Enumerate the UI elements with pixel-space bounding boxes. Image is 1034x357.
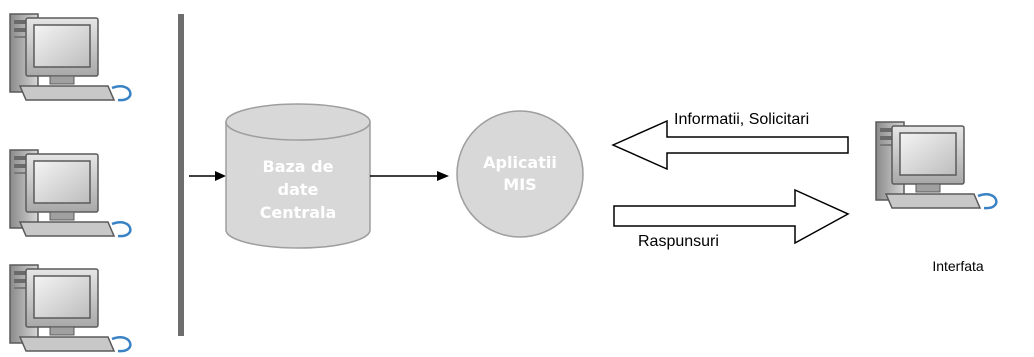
arrow-bus-to-database: [189, 171, 226, 181]
application-label-line-2: MIS: [503, 175, 536, 194]
interface-computer-icon: [874, 120, 998, 210]
central-database-cylinder: Baza de date Centrala: [225, 103, 371, 249]
mis-application-circle: Aplicatii MIS: [456, 110, 584, 238]
database-label-line-1: Baza de: [263, 157, 334, 176]
database-label-line-3: Centrala: [260, 203, 337, 222]
outgoing-responses-label: Raspunsuri: [638, 233, 719, 250]
database-label-line-2: date: [278, 180, 319, 199]
workstation-icon: [8, 12, 132, 102]
workstation-icon: [8, 263, 132, 353]
incoming-requests-label: Informatii, Solicitari: [674, 111, 809, 128]
outgoing-responses-arrow: Raspunsuri: [613, 188, 850, 250]
workstation-icon: [8, 148, 132, 238]
incoming-requests-arrow: Informatii, Solicitari: [611, 111, 849, 171]
interface-label: Interfata: [932, 258, 984, 274]
arrow-database-to-application: [370, 171, 449, 181]
application-label-line-1: Aplicatii: [483, 153, 557, 172]
